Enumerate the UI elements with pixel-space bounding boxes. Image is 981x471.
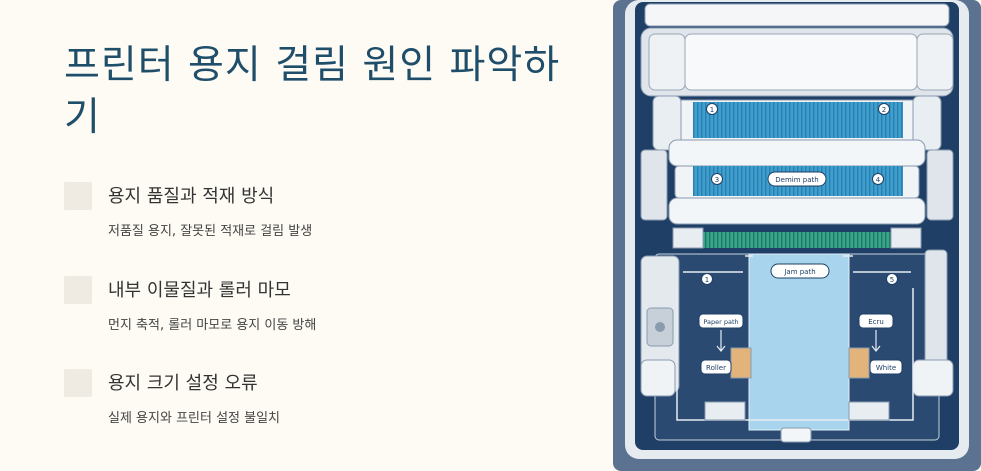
- bracket: [672, 227, 704, 249]
- svg-text:Roller: Roller: [706, 364, 726, 372]
- label-white: White: [869, 359, 903, 375]
- roller-end-cap: [648, 33, 686, 91]
- label-jam-path: Jam path: [770, 263, 830, 279]
- item-title: 용지 품질과 적재 방식: [108, 186, 275, 207]
- svg-text:2: 2: [882, 106, 886, 114]
- svg-text:3: 3: [715, 176, 719, 184]
- item-desc: 저품질 용지, 잘못된 적재로 걸림 발생: [108, 224, 313, 239]
- top-cover: [644, 3, 950, 27]
- side-bracket: [640, 149, 668, 221]
- item-desc: 먼지 축적, 롤러 마모로 용지 이동 방해: [108, 318, 317, 333]
- roller-end-cap: [916, 33, 954, 91]
- marker-4: 4: [872, 173, 884, 185]
- arrow-down-icon: [716, 330, 726, 352]
- side-bracket: [912, 95, 942, 151]
- svg-text:1: 1: [710, 106, 714, 114]
- bracket: [890, 227, 922, 249]
- side-bracket: [926, 149, 954, 221]
- motor-block: [848, 347, 870, 379]
- marker-6: 1: [701, 273, 713, 285]
- middle-roller: [668, 139, 926, 167]
- side-bracket: [652, 95, 682, 151]
- svg-text:Jam path: Jam path: [783, 268, 815, 276]
- printer-diagram: 1 2 3 4 5 1 Demim path Jam path: [613, 0, 981, 471]
- bullet-square: [64, 276, 92, 304]
- green-roller: [701, 232, 893, 248]
- bracket: [704, 401, 746, 421]
- svg-text:Ecru: Ecru: [868, 318, 884, 326]
- marker-3: 3: [711, 173, 723, 185]
- paper-sheet: [748, 253, 850, 431]
- right-foot: [912, 359, 954, 397]
- svg-text:Paper path: Paper path: [703, 318, 738, 326]
- bullet-square: [64, 369, 92, 397]
- item-desc: 실제 용지와 프린터 설정 불일치: [108, 411, 281, 426]
- left-foot: [640, 359, 676, 397]
- top-roller: [684, 33, 918, 91]
- marker-5: 5: [886, 273, 898, 285]
- bottom-tab: [780, 427, 812, 443]
- knob-icon: [655, 322, 665, 332]
- label-paper-path: Paper path: [698, 313, 744, 329]
- svg-text:4: 4: [876, 176, 881, 184]
- motor-block: [730, 347, 752, 379]
- marker-1: 1: [706, 103, 718, 115]
- bullet-square: [64, 182, 92, 210]
- paper-path-line: [676, 288, 914, 421]
- label-demim-path: Demim path: [767, 171, 827, 187]
- lower-roller: [668, 197, 926, 225]
- svg-text:1: 1: [705, 276, 709, 284]
- item-title: 내부 이물질과 롤러 마모: [108, 280, 291, 301]
- marker-2: 2: [878, 103, 890, 115]
- label-roller: Roller: [700, 359, 732, 375]
- right-module: [924, 249, 948, 371]
- bracket: [848, 401, 890, 421]
- item-title: 용지 크기 설정 오류: [108, 373, 258, 394]
- svg-text:Demim path: Demim path: [775, 176, 818, 184]
- arrow-down-icon: [871, 330, 881, 352]
- label-ecru: Ecru: [858, 313, 894, 329]
- page-title: 프린터 용지 걸림 원인 파악하기: [64, 43, 561, 140]
- blue-roller: [693, 102, 903, 138]
- svg-text:5: 5: [890, 276, 894, 284]
- svg-text:White: White: [876, 364, 896, 372]
